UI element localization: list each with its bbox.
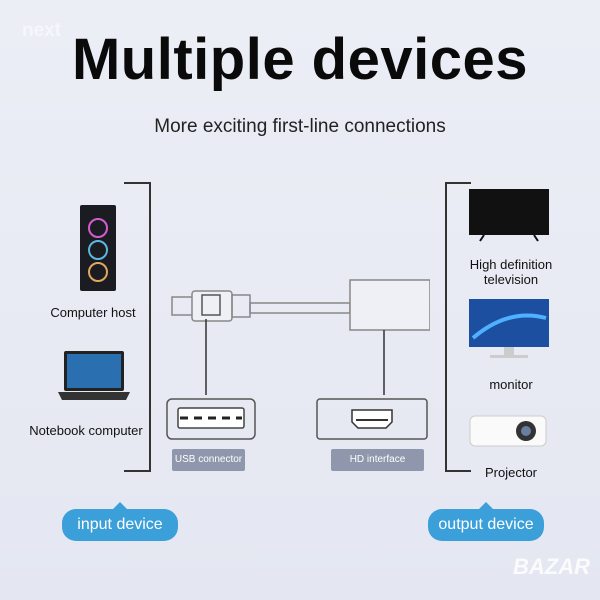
- corner-watermark: BAZAR: [513, 554, 590, 579]
- input-device-button[interactable]: input device: [62, 502, 178, 541]
- monitor-icon: [469, 299, 549, 358]
- bracket-tick: [445, 470, 471, 472]
- right-bracket: [445, 182, 447, 472]
- bracket-tick: [124, 182, 150, 184]
- computer-tower-icon: [80, 205, 116, 291]
- bracket-tick: [445, 182, 471, 184]
- hd-interface-tag: HD interface: [331, 449, 424, 471]
- tv-label-line1: High definition: [469, 257, 553, 272]
- monitor-label: monitor: [489, 377, 533, 392]
- output-device-button[interactable]: output device: [428, 502, 544, 541]
- left-bracket: [149, 182, 151, 472]
- projector-icon: [469, 415, 547, 447]
- hdmi-port-icon: [316, 398, 428, 440]
- television-icon: [469, 189, 549, 242]
- page-title: Multiple devices: [71, 27, 529, 92]
- watermark-text: next: [22, 20, 62, 41]
- subtitle: More exciting first-line connections: [154, 116, 446, 137]
- adapter-diagram: [171, 279, 430, 395]
- computer-host-label: Computer host: [50, 305, 136, 320]
- laptop-icon: [58, 351, 130, 400]
- tv-label-line2: television: [483, 272, 539, 287]
- usb-port-icon: [166, 398, 256, 440]
- usb-connector-tag: USB connector: [172, 449, 245, 471]
- bracket-tick: [124, 470, 150, 472]
- notebook-computer-label: Notebook computer: [29, 423, 143, 438]
- projector-label: Projector: [484, 465, 538, 480]
